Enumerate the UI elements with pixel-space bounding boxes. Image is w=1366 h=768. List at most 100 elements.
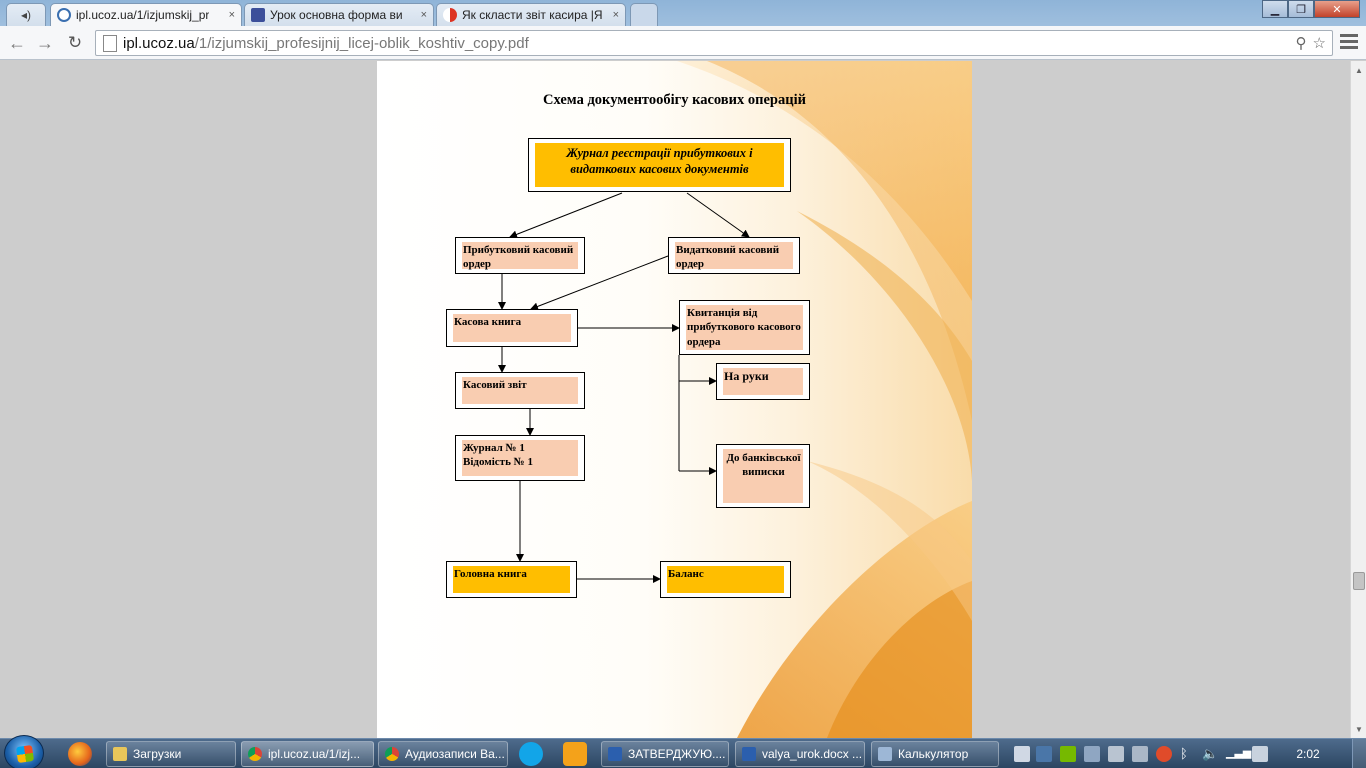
new-tab-button[interactable] — [630, 3, 658, 26]
back-button[interactable]: ← — [5, 31, 29, 55]
speaker-icon[interactable]: 🔈 — [1202, 746, 1219, 761]
vertical-scrollbar[interactable]: ▲ ▼ — [1350, 61, 1366, 738]
scroll-down-icon[interactable]: ▼ — [1355, 724, 1363, 734]
node-label: Касовий звіт — [463, 379, 527, 391]
node-label: Видатковий касовий ордер — [676, 244, 780, 271]
arrow-journal-to-expense — [686, 192, 750, 238]
tab-title: ipl.ucoz.ua/1/izjumskij_pr — [76, 8, 210, 22]
node-journal-no1: Журнал № 1 Відомість № 1 — [455, 435, 585, 481]
taskbar-item-label: Загрузки — [133, 747, 182, 761]
window-icon[interactable] — [1132, 746, 1148, 762]
arrow-expense-to-cashbook — [530, 255, 669, 311]
url-path: /1/izjumskij_profesijnij_licej-oblik_kos… — [194, 34, 529, 52]
antivirus-icon[interactable] — [1156, 746, 1172, 762]
scroll-up-icon[interactable]: ▲ — [1355, 65, 1363, 75]
tab-strip: ◂) ipl.ucoz.ua/1/izjumskij_pr × Урок осн… — [0, 0, 1366, 26]
forward-button[interactable]: → — [33, 31, 57, 55]
close-window-button[interactable]: ✕ — [1314, 0, 1360, 18]
node-cash-report: Касовий звіт — [455, 372, 585, 409]
taskbar: Загрузки ipl.ucoz.ua/1/izj... Аудиозапис… — [0, 735, 1366, 768]
tab-audio-toggle[interactable]: ◂) — [6, 3, 46, 26]
node-label: Головна книга — [454, 568, 527, 580]
tab-title: Як скласти звіт касира |Я — [462, 8, 603, 22]
taskbar-item-calculator[interactable]: Калькулятор — [871, 741, 999, 767]
scroll-thumb[interactable] — [1353, 572, 1365, 590]
node-label: Прибутковий касовий ордер — [463, 244, 574, 271]
node-label: На руки — [724, 369, 769, 383]
firefox-icon[interactable] — [68, 742, 92, 766]
browser-toolbar: ← → ↻ ipl.ucoz.ua /1/izjumskij_profesijn… — [0, 26, 1366, 60]
power-icon[interactable] — [1252, 746, 1268, 762]
taskbar-item-downloads[interactable]: Загрузки — [106, 741, 236, 767]
restore-icon: ❐ — [1296, 3, 1306, 16]
node-handout: На руки — [716, 363, 810, 400]
decorative-wave-background — [677, 61, 972, 738]
chrome-icon — [385, 747, 399, 761]
maximize-button[interactable]: ❐ — [1288, 0, 1314, 18]
node-bank-statement: До банківської виписки — [716, 444, 810, 508]
media-player-icon[interactable] — [563, 742, 587, 766]
page-icon — [103, 34, 117, 52]
omnibox-actions: ⚲ ☆ — [1296, 34, 1332, 52]
windows-logo-icon — [15, 744, 35, 764]
vk-icon[interactable] — [1036, 746, 1052, 762]
hamburger-icon — [1340, 34, 1358, 37]
node-cash-book: Касова книга — [446, 309, 578, 347]
taskbar-item-label: valya_urok.docx ... — [762, 747, 863, 761]
taskbar-item-label: Аудиозаписи Ва... — [405, 747, 505, 761]
node-label: Касова книга — [454, 316, 522, 328]
flag-icon[interactable] — [1014, 746, 1030, 762]
taskbar-item-chrome[interactable]: ipl.ucoz.ua/1/izj... — [241, 741, 374, 767]
node-label: До банківської виписки — [726, 452, 801, 479]
skype-icon[interactable] — [519, 742, 543, 766]
speaker-icon: ◂) — [20, 8, 32, 22]
node-label: Журнал реєстрації прибуткових і видатков… — [566, 146, 753, 177]
node-expense-order: Видатковий касовий ордер — [668, 237, 800, 274]
node-journal-registry: Журнал реєстрації прибуткових і видатков… — [528, 138, 791, 192]
start-button[interactable] — [4, 735, 44, 768]
tab-pdf[interactable]: ipl.ucoz.ua/1/izjumskij_pr × — [50, 3, 242, 26]
node-general-ledger: Головна книга — [446, 561, 577, 598]
taskbar-item-word-doc[interactable]: ЗАТВЕРДЖУЮ.... — [601, 741, 729, 767]
url-host: ipl.ucoz.ua — [123, 34, 195, 52]
pdf-page: Схема документообігу касових операцій Жу… — [377, 61, 972, 738]
star-icon[interactable]: ☆ — [1312, 35, 1326, 52]
tab-title: Урок основна форма ви — [270, 8, 403, 22]
minimize-button[interactable]: ▁ — [1262, 0, 1288, 18]
close-icon: ✕ — [1332, 3, 1342, 16]
bluetooth-icon[interactable]: ᛒ — [1180, 746, 1188, 761]
word-icon — [742, 747, 756, 761]
address-bar[interactable]: ipl.ucoz.ua /1/izjumskij_profesijnij_lic… — [95, 30, 1333, 56]
node-receipt-stub: Квитанція від прибуткового касового орде… — [679, 300, 810, 355]
arrow-left-icon: ← — [8, 32, 26, 53]
ucoz-favicon-icon — [57, 8, 71, 22]
system-tray: ᛒ 🔈 ▁▃▅ — [1004, 739, 1366, 768]
tab-cashier-report[interactable]: Як скласти звіт касира |Я × — [436, 3, 626, 26]
taskbar-item-label: ipl.ucoz.ua/1/izj... — [268, 747, 361, 761]
diagram-connectors — [498, 192, 750, 583]
taskbar-item-label: Калькулятор — [898, 747, 969, 761]
pdf-viewer[interactable]: Схема документообігу касових операцій Жу… — [0, 61, 1350, 738]
tab-close-icon[interactable]: × — [228, 9, 235, 21]
nvidia-icon[interactable] — [1060, 746, 1076, 762]
tab-close-icon[interactable]: × — [612, 9, 619, 21]
tab-lesson[interactable]: Урок основна форма ви × — [244, 3, 434, 26]
menu-button[interactable] — [1340, 34, 1358, 50]
signal-icon[interactable]: ▁▃▅ — [1226, 747, 1252, 759]
show-desktop-button[interactable] — [1352, 739, 1366, 768]
taskbar-item-audio[interactable]: Аудиозаписи Ва... — [378, 741, 508, 767]
node-label: Журнал № 1 — [463, 442, 525, 454]
network-monitor-icon[interactable] — [1084, 746, 1100, 762]
node-receipt-order: Прибутковий касовий ордер — [455, 237, 585, 274]
search-icon[interactable]: ⚲ — [1295, 35, 1307, 52]
tab-close-icon[interactable]: × — [420, 9, 427, 21]
gauge-favicon-icon — [443, 8, 457, 22]
document-icon[interactable] — [1108, 746, 1124, 762]
taskbar-item-docx[interactable]: valya_urok.docx ... — [735, 741, 865, 767]
reload-icon: ↻ — [67, 33, 83, 52]
node-balance: Баланс — [660, 561, 791, 598]
clock[interactable]: 2:02 — [1296, 747, 1320, 761]
arrow-right-icon: → — [36, 32, 54, 53]
node-label-group: Журнал № 1 Відомість № 1 — [463, 441, 578, 470]
reload-button[interactable]: ↻ — [63, 31, 87, 55]
